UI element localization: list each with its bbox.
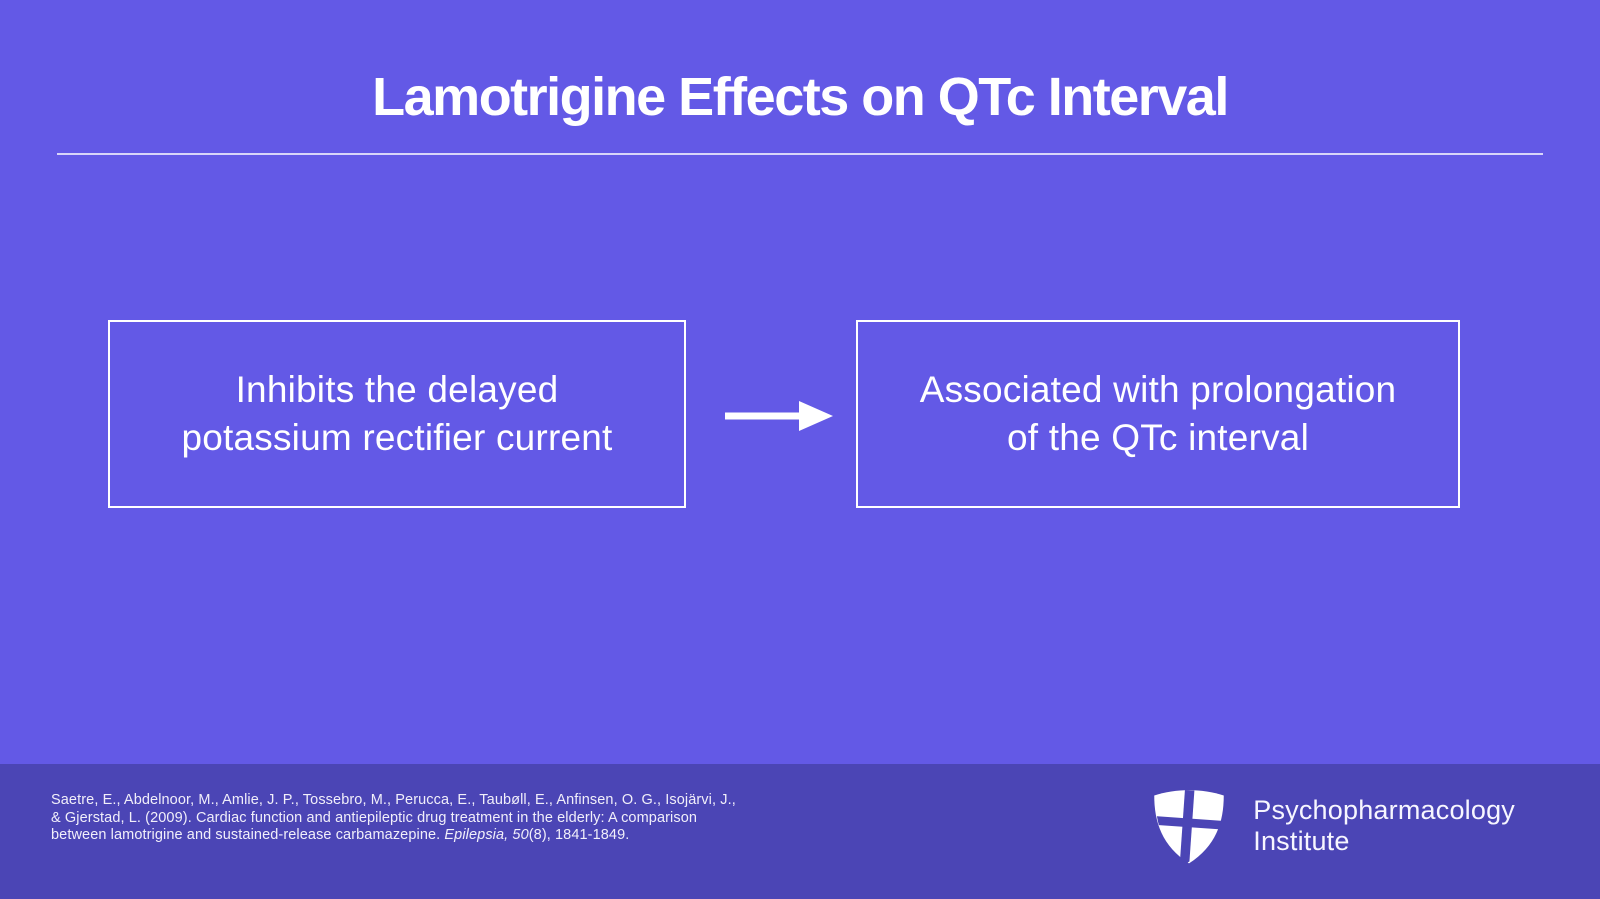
logo-text: Psychopharmacology Institute: [1253, 795, 1515, 857]
concept-box-inhibits: Inhibits the delayed potassium rectifier…: [108, 320, 686, 508]
shield-cross-logo-icon: [1151, 787, 1227, 865]
title-divider: [57, 153, 1543, 155]
citation-line: between lamotrigine and sustained-releas…: [51, 827, 736, 845]
concept-box-text-line: Associated with prolongation: [919, 369, 1397, 410]
footer: Saetre, E., Abdelnoor, M., Amlie, J. P.,…: [0, 764, 1600, 899]
concept-box-text-line: Inhibits the delayed: [235, 369, 559, 410]
logo: Psychopharmacology Institute: [1149, 786, 1515, 865]
citation-line: & Gjerstad, L. (2009). Cardiac function …: [51, 809, 698, 826]
logo-text-line: Psychopharmacology: [1253, 794, 1515, 825]
logo-text-line: Institute: [1253, 825, 1350, 856]
citation: Saetre, E., Abdelnoor, M., Amlie, J. P.,…: [51, 792, 736, 845]
citation-text: between lamotrigine and sustained-releas…: [51, 827, 445, 843]
concept-box-text-line: of the QTc interval: [1007, 417, 1309, 458]
concept-box-prolongation: Associated with prolongation of the QTc …: [856, 320, 1460, 508]
right-arrow-icon: [725, 401, 833, 431]
citation-line: Saetre, E., Abdelnoor, M., Amlie, J. P.,…: [51, 792, 736, 808]
citation-journal-italic: Epilepsia, 50: [444, 827, 529, 843]
citation-text: (8), 1841-1849.: [528, 827, 630, 843]
concept-box-text-line: potassium rectifier current: [181, 417, 613, 458]
page-title: Lamotrigine Effects on QTc Interval: [372, 67, 1229, 127]
